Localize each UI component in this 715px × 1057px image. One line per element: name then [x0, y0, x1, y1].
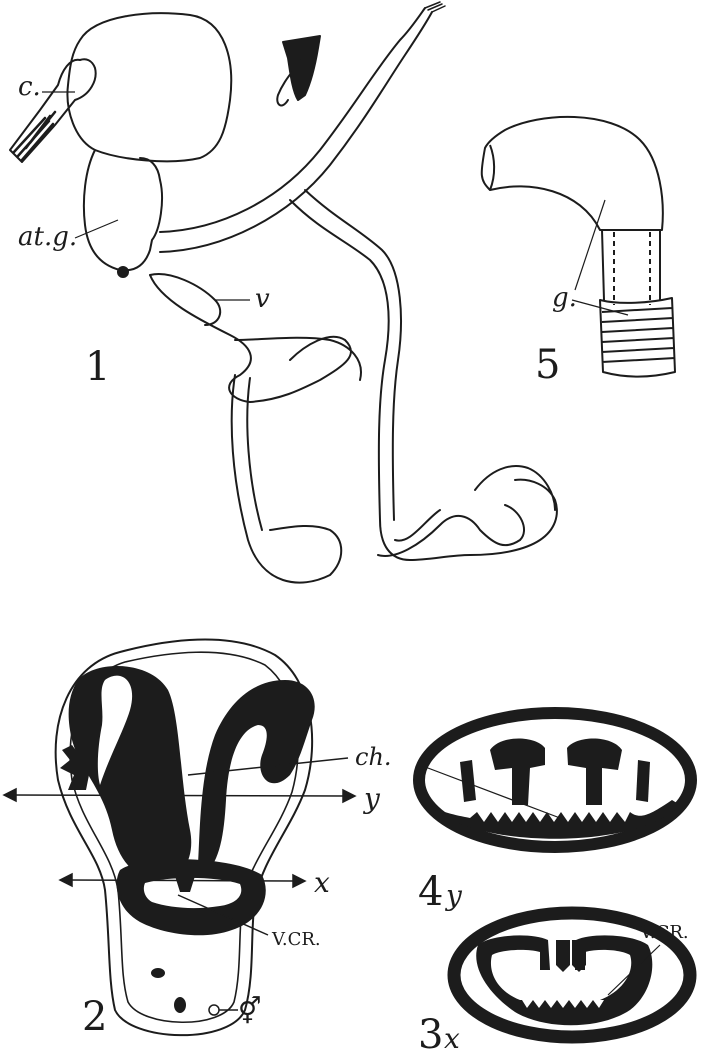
- fig2-number: 2: [82, 994, 107, 1040]
- figure-1-reproductive-system: [10, 2, 557, 583]
- figure-5-penis: [482, 117, 675, 377]
- fig2-dot-1: [151, 968, 165, 978]
- fig1-top-hatched-organ: [277, 36, 320, 105]
- fig1-vagina: [150, 275, 251, 402]
- fig2-arrow-x-line: [68, 880, 295, 881]
- fig3-label-vcr: V.CR.: [639, 922, 689, 943]
- fig2-gonopore-circle: [209, 1005, 219, 1015]
- fig1-label-v: v: [255, 284, 270, 314]
- fig2-right-chamber: [198, 680, 315, 875]
- fig5-shaft-dashed: [614, 232, 650, 305]
- fig1-middle-loops: [235, 337, 361, 402]
- fig2-arrow-y-left-head: [4, 789, 16, 801]
- fig1-duct-end-lines: [425, 2, 445, 12]
- fig1-lower-tube: [232, 375, 342, 583]
- fig2-arrow-x-right-head: [293, 875, 305, 887]
- fig1-number: 1: [85, 344, 110, 390]
- fig1-atrial-gland: [84, 150, 162, 270]
- fig3-center-stem: [556, 940, 570, 972]
- fig5-number: 5: [535, 342, 560, 388]
- fig5-base-rings: [600, 298, 675, 377]
- fig2-label-y: y: [362, 782, 381, 815]
- fig2-label-ch: ch.: [355, 743, 392, 771]
- fig5-curved-head: [482, 117, 663, 230]
- fig3-number: 3: [418, 1012, 443, 1057]
- fig5-label-g: g.: [552, 283, 577, 313]
- fig4-right-tooth: [636, 760, 650, 802]
- fig1-label-atg: at.g.: [18, 222, 77, 252]
- fig1-vagina-inner: [150, 274, 220, 325]
- fig4-number: 4: [418, 869, 443, 915]
- fig4-right-pillar: [567, 738, 622, 805]
- fig1-lower-right-lobes: [378, 466, 557, 560]
- fig1-pore-dot: [118, 267, 128, 277]
- fig2-label-vcr: V.CR.: [271, 929, 321, 950]
- fig5-shaft: [602, 230, 660, 300]
- fig2-dot-2: [174, 997, 186, 1013]
- fig2-label-hermaphrodite: ⚥: [238, 996, 261, 1027]
- figure-2-section: [56, 640, 315, 1036]
- fig1-right-duct: [290, 190, 410, 560]
- fig3-section-letter: x: [444, 1022, 460, 1055]
- fig1-label-c: c.: [18, 72, 41, 102]
- fig2-arrow-x-left-head: [60, 874, 72, 886]
- fig2-arrow-y-line: [12, 795, 345, 796]
- fig5-head-rim: [490, 145, 494, 190]
- fig2-arrow-y-right-head: [343, 790, 355, 802]
- fig2-label-x: x: [314, 866, 330, 899]
- fig4-section-letter: y: [444, 879, 463, 912]
